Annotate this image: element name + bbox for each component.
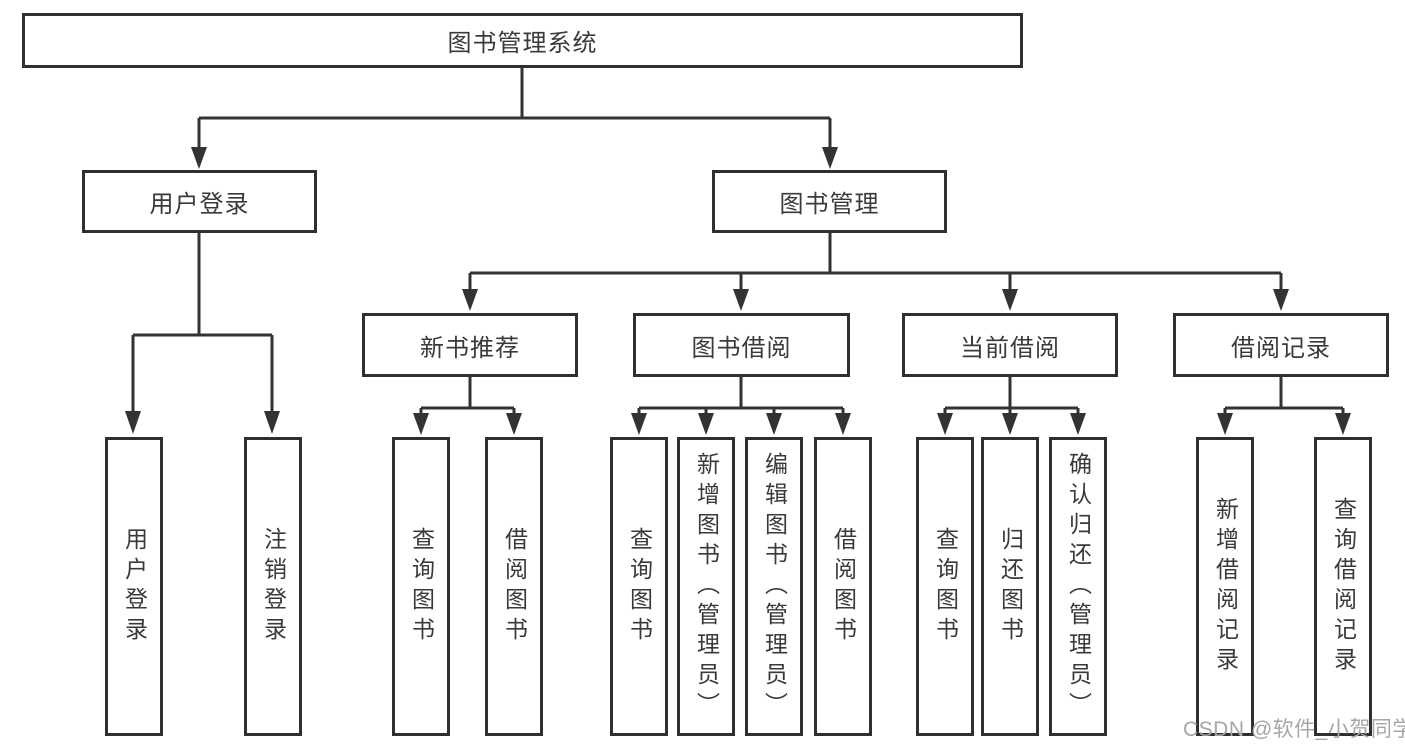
leaf-query-books-newrec: 查询图书 <box>392 437 450 736</box>
leaf-add-books-admin-label: 新增图书（管理员） <box>693 451 720 722</box>
edges-user-login <box>125 233 280 434</box>
node-book-mgmt: 图书管理 <box>712 170 947 233</box>
node-root-label: 图书管理系统 <box>447 30 598 57</box>
node-book-borrow: 图书借阅 <box>633 313 850 377</box>
edges-current-borrow <box>937 377 1086 435</box>
edges-new-book-rec <box>413 377 522 435</box>
node-user-login: 用户登录 <box>82 170 317 233</box>
node-new-book-rec-label: 新书推荐 <box>420 334 520 362</box>
node-book-borrow-label: 图书借阅 <box>691 334 792 362</box>
node-borrow-record-label: 借阅记录 <box>1231 334 1331 362</box>
edges-book-mgmt <box>462 233 1289 311</box>
leaf-borrow-books-newrec-label: 借阅图书 <box>501 526 528 647</box>
leaf-confirm-return-admin: 确认归还（管理员） <box>1049 437 1107 736</box>
leaf-borrow-books-label: 借阅图书 <box>830 526 857 647</box>
leaf-borrow-books-newrec: 借阅图书 <box>485 437 543 736</box>
leaf-add-books-admin: 新增图书（管理员） <box>677 437 735 736</box>
leaf-query-borrow-record: 查询借阅记录 <box>1314 437 1372 736</box>
leaf-query-books-current: 查询图书 <box>916 437 974 736</box>
leaf-add-borrow-record-label: 新增借阅记录 <box>1212 496 1239 677</box>
edges-borrow-record <box>1217 377 1351 435</box>
leaf-edit-books-admin: 编辑图书（管理员） <box>745 437 803 736</box>
node-current-borrow-label: 当前借阅 <box>960 334 1060 362</box>
node-borrow-record: 借阅记录 <box>1173 313 1389 377</box>
leaf-logout-login-label: 注销登录 <box>260 526 287 647</box>
leaf-query-books-borrow-label: 查询图书 <box>626 526 653 647</box>
leaf-query-borrow-record-label: 查询借阅记录 <box>1330 496 1357 677</box>
leaf-user-login: 用户登录 <box>105 437 163 736</box>
node-current-borrow: 当前借阅 <box>902 313 1118 377</box>
leaf-user-login-label: 用户登录 <box>121 526 148 647</box>
node-new-book-rec: 新书推荐 <box>362 313 578 377</box>
leaf-query-books-current-label: 查询图书 <box>932 526 959 647</box>
leaf-logout-login: 注销登录 <box>244 437 302 736</box>
csdn-watermark: CSDN @软件_小贺同学 <box>1183 718 1405 741</box>
leaf-edit-books-admin-label: 编辑图书（管理员） <box>761 451 788 722</box>
leaf-query-books-borrow: 查询图书 <box>610 437 668 736</box>
leaf-return-books-label: 归还图书 <box>997 526 1024 647</box>
node-user-login-label: 用户登录 <box>149 191 250 218</box>
leaf-confirm-return-admin-label: 确认归还（管理员） <box>1065 451 1092 722</box>
leaf-return-books: 归还图书 <box>981 437 1039 736</box>
edges-book-borrow <box>631 377 851 435</box>
leaf-query-books-newrec-label: 查询图书 <box>408 526 435 647</box>
leaf-borrow-books: 借阅图书 <box>814 437 872 736</box>
node-book-mgmt-label: 图书管理 <box>779 191 880 218</box>
node-root: 图书管理系统 <box>22 13 1023 68</box>
leaf-add-borrow-record: 新增借阅记录 <box>1196 437 1254 736</box>
edges-root <box>191 68 838 169</box>
